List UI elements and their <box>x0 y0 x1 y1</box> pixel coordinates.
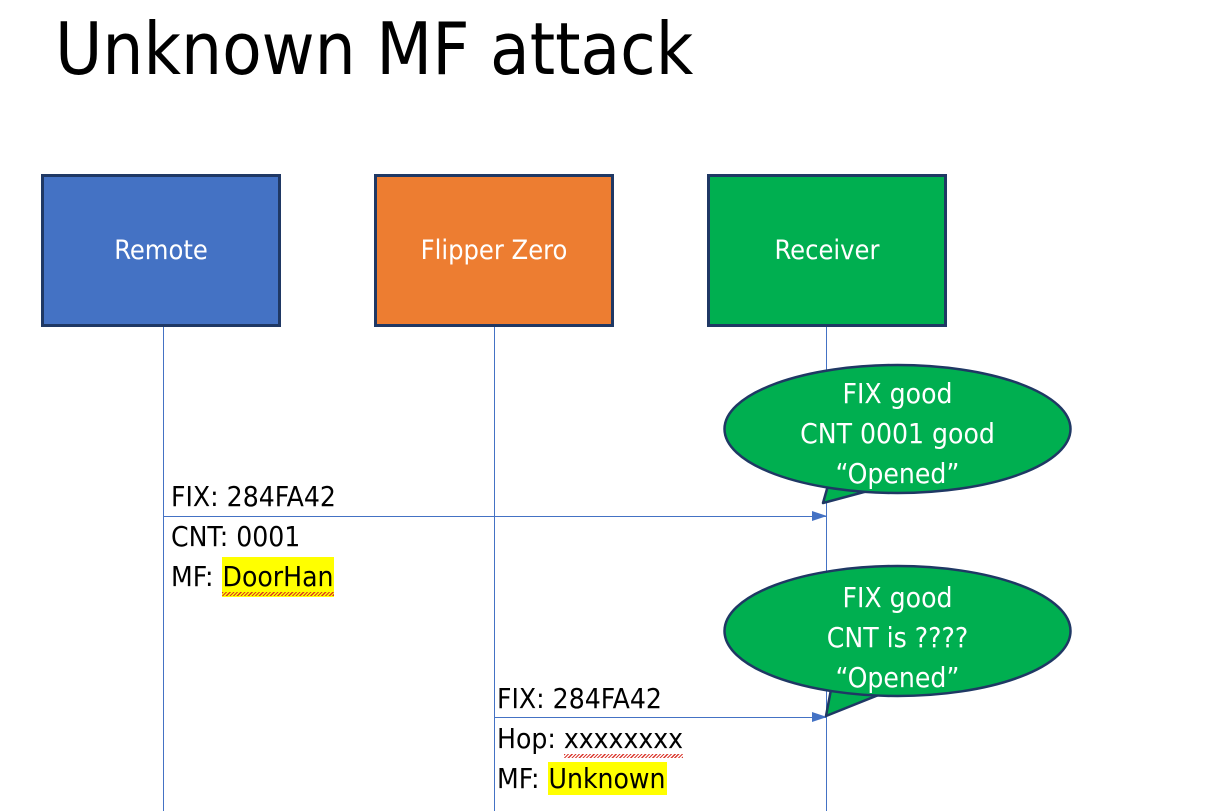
actor-box-remote[interactable]: Remote <box>41 174 281 327</box>
callout-shape-2 <box>723 564 1072 718</box>
message-line-mf: MF: DoorHan <box>171 557 336 597</box>
message-line-mf-2-value: Unknown <box>547 762 667 795</box>
lifeline-remote <box>163 327 164 811</box>
message-line-cnt-label: CNT: <box>171 520 237 553</box>
callout-ellipse-1 <box>723 363 1072 495</box>
message-arrow-remote-to-receiver <box>163 511 827 521</box>
callout-bubble-receiver-2: FIX good CNT is ???? “Opened” <box>723 564 1072 722</box>
message-line-fix: FIX: 284FA42 <box>171 477 336 517</box>
lifeline-receiver <box>826 327 827 811</box>
callout-ellipse-2 <box>723 564 1072 698</box>
lifeline-flipper-zero <box>494 327 495 811</box>
page-title: Unknown MF attack <box>55 7 694 91</box>
message-line-fix-2-label: FIX: <box>497 682 553 715</box>
message-line-hop-value: xxxxxxxx <box>563 719 684 759</box>
actor-label-remote: Remote <box>114 235 208 266</box>
actor-box-receiver[interactable]: Receiver <box>707 174 947 327</box>
message-line-mf-label: MF: <box>171 560 222 593</box>
message-line-hop-label: Hop: <box>497 722 564 755</box>
callout-shape-1 <box>723 363 1072 505</box>
callout-bubble-receiver-1: FIX good CNT 0001 good “Opened” <box>723 363 1072 518</box>
message-text-block-1: FIX: 284FA42 CNT: 0001 MF: DoorHan <box>171 477 336 597</box>
actor-label-receiver: Receiver <box>774 235 880 266</box>
message-line-fix-label: FIX: <box>171 480 227 513</box>
message-line-fix-value: 284FA42 <box>226 480 336 513</box>
message-line-mf-value: DoorHan <box>221 557 335 597</box>
message-line-hop: Hop: xxxxxxxx <box>497 719 684 759</box>
message-arrow-flipper-to-receiver <box>494 712 827 722</box>
message-line-cnt: CNT: 0001 <box>171 517 336 557</box>
message-line-cnt-value: 0001 <box>236 520 301 553</box>
message-line-fix-2-value: 284FA42 <box>552 682 662 715</box>
actor-box-flipper-zero[interactable]: Flipper Zero <box>374 174 614 327</box>
actor-label-flipper-zero: Flipper Zero <box>420 235 568 266</box>
message-text-block-2: FIX: 284FA42 Hop: xxxxxxxx MF: Unknown <box>497 679 684 799</box>
message-line-fix-2: FIX: 284FA42 <box>497 679 683 719</box>
message-line-mf-2: MF: Unknown <box>497 759 683 799</box>
message-line-mf-2-label: MF: <box>497 762 548 795</box>
